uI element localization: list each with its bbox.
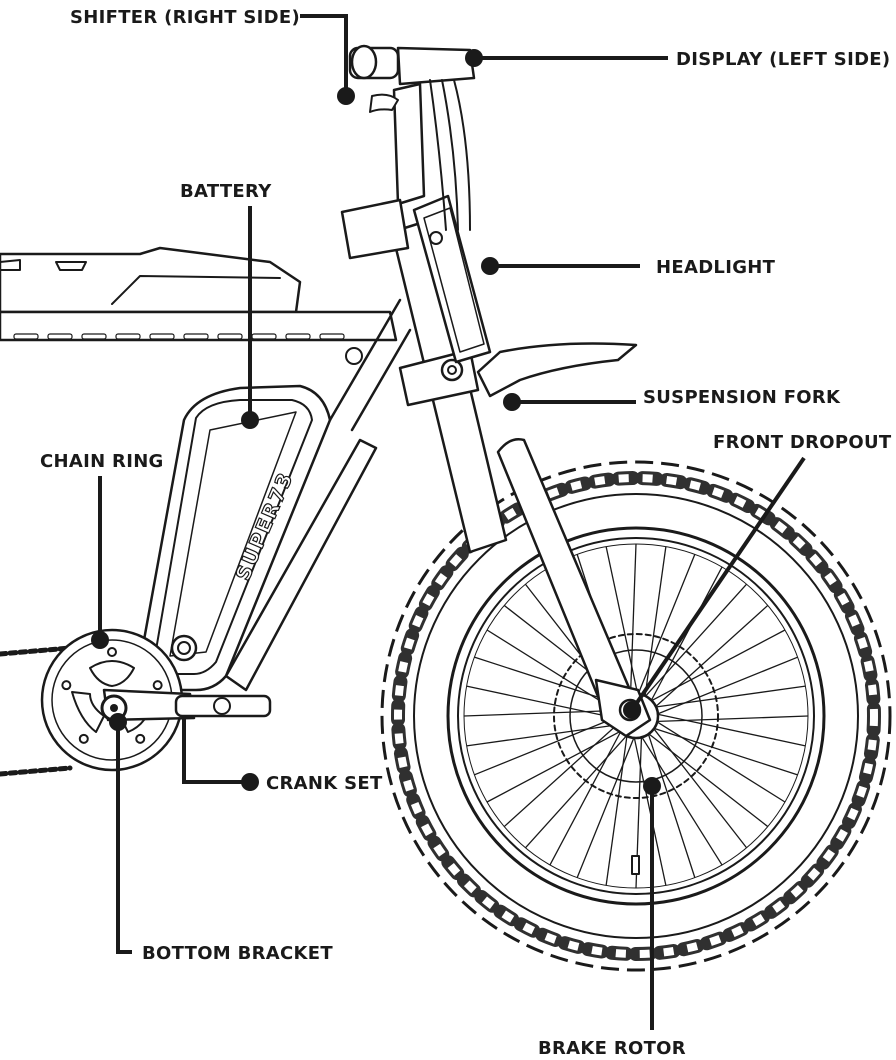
spoke bbox=[605, 546, 639, 697]
front-fender bbox=[476, 342, 638, 398]
spoke bbox=[649, 629, 786, 703]
leader-dot-chain-ring bbox=[91, 631, 109, 649]
leader-bottom-bracket bbox=[116, 722, 132, 954]
spoke bbox=[463, 709, 617, 717]
leader-shifter bbox=[300, 14, 348, 96]
spoke bbox=[466, 685, 617, 719]
spoke bbox=[466, 724, 619, 747]
spoke bbox=[655, 715, 809, 723]
spoke bbox=[629, 543, 637, 697]
spoke bbox=[647, 731, 696, 878]
spoke bbox=[474, 656, 621, 705]
chain bbox=[0, 645, 73, 777]
spoke bbox=[636, 554, 696, 697]
leader-dot-crank-set bbox=[241, 773, 259, 791]
chain-ring-bolt bbox=[152, 680, 163, 691]
tire-tread-inner bbox=[394, 474, 878, 958]
rim-outer bbox=[446, 526, 826, 906]
spoke bbox=[633, 735, 667, 886]
vent-slot bbox=[149, 333, 175, 340]
brake-rotor-inner bbox=[569, 649, 703, 783]
vent-slot bbox=[47, 333, 73, 340]
leader-dot-suspension-fork bbox=[503, 393, 521, 411]
label-front-dropout: FRONT DROPOUT bbox=[713, 432, 892, 453]
leader-dot-headlight bbox=[481, 257, 499, 275]
label-bottom-bracket: BOTTOM BRACKET bbox=[142, 943, 333, 964]
spoke bbox=[644, 546, 667, 699]
vent-slot bbox=[81, 333, 107, 340]
spoke bbox=[640, 735, 723, 866]
top-tube-vents bbox=[13, 333, 345, 340]
spoke bbox=[486, 629, 617, 712]
spoke bbox=[655, 720, 786, 803]
spoke bbox=[605, 733, 628, 886]
label-headlight: HEADLIGHT bbox=[656, 257, 776, 278]
spoke bbox=[503, 723, 619, 828]
vent-slot bbox=[319, 333, 345, 340]
frame: SUPER73 bbox=[0, 246, 412, 692]
vent-slot bbox=[217, 333, 243, 340]
leader-dot-bottom-bracket bbox=[109, 713, 127, 731]
vent-slot bbox=[251, 333, 277, 340]
label-display: DISPLAY (LEFT SIDE) bbox=[676, 49, 890, 70]
rim-inner bbox=[457, 537, 815, 895]
headlight bbox=[412, 194, 492, 364]
brake-rotor bbox=[553, 633, 719, 799]
spoke bbox=[643, 583, 748, 699]
chain-ring-bolt bbox=[107, 647, 117, 657]
spoke bbox=[653, 685, 806, 708]
vent-slot bbox=[115, 333, 141, 340]
spoke bbox=[655, 713, 806, 747]
spoke bbox=[576, 735, 636, 878]
spoke bbox=[655, 656, 798, 716]
leader-lines bbox=[91, 14, 806, 1030]
label-chain-ring: CHAIN RING bbox=[40, 451, 164, 472]
spoke bbox=[652, 726, 748, 849]
chain-ring-bolt bbox=[78, 733, 89, 744]
handlebar bbox=[340, 44, 476, 260]
vent-slot bbox=[285, 333, 311, 340]
tire-inner-edge bbox=[413, 493, 859, 939]
valve-stem bbox=[631, 855, 640, 875]
spoke bbox=[653, 604, 769, 709]
suspension-fork bbox=[390, 218, 652, 738]
leader-dot-front-dropout bbox=[623, 701, 641, 719]
label-brake-rotor: BRAKE ROTOR bbox=[538, 1038, 686, 1059]
chain-ring-bolt bbox=[61, 680, 72, 691]
vent-slot bbox=[13, 333, 39, 340]
spoke bbox=[646, 732, 769, 828]
spoke bbox=[524, 733, 629, 849]
leader-dot-battery bbox=[241, 411, 259, 429]
labels: SHIFTER (RIGHT SIDE) DISPLAY (LEFT SIDE)… bbox=[40, 7, 892, 1059]
label-shifter: SHIFTER (RIGHT SIDE) bbox=[70, 7, 300, 28]
leader-crank-set bbox=[182, 718, 248, 784]
spoke bbox=[474, 716, 617, 776]
leader-front-dropout bbox=[630, 456, 806, 712]
chain-ring-bolt bbox=[135, 733, 146, 744]
label-suspension-fork: SUSPENSION FORK bbox=[643, 387, 841, 408]
chain-ring-bolts bbox=[61, 647, 163, 744]
spoke bbox=[651, 727, 798, 776]
label-crank-set: CRANK SET bbox=[266, 773, 383, 794]
label-battery: BATTERY bbox=[180, 181, 272, 202]
spoke bbox=[549, 729, 623, 866]
spokes bbox=[463, 543, 809, 889]
spoke bbox=[649, 566, 723, 703]
leader-dot-brake-rotor bbox=[643, 777, 661, 795]
spoke bbox=[486, 729, 623, 803]
leader-dot-shifter bbox=[337, 87, 355, 105]
leader-dot-display bbox=[465, 49, 483, 67]
vent-slot bbox=[183, 333, 209, 340]
